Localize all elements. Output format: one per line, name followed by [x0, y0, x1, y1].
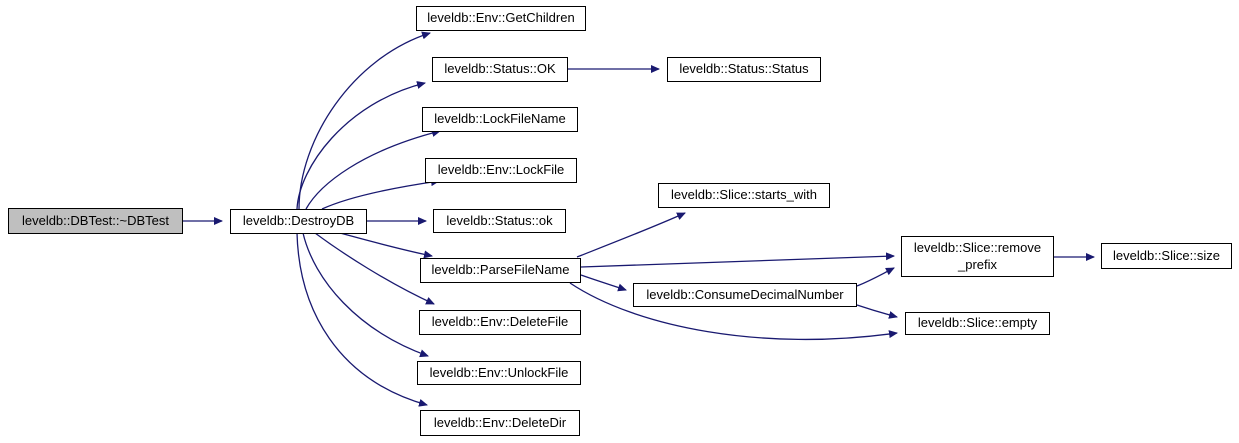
node-label-line: leveldb::Status::Status — [679, 61, 809, 77]
node-env-lockfile[interactable]: leveldb::Env::LockFile — [425, 158, 577, 183]
edge-parsefilename-to-consume-decimal-number — [580, 274, 627, 292]
node-label-line: leveldb::Env::DeleteDir — [433, 414, 567, 430]
edge-destroydb-to-env-deletefile — [314, 232, 435, 305]
node-label-line: _prefix — [957, 256, 998, 272]
node-consume-decimal-number[interactable]: leveldb::ConsumeDecimalNumber — [633, 283, 857, 307]
node-label-line: leveldb::Status::OK — [444, 61, 556, 77]
edge-destroydb-to-env-lockfile — [321, 178, 440, 210]
node-label-line: leveldb::Slice::starts_with — [671, 187, 817, 203]
node-label-line: leveldb::ParseFileName — [431, 262, 570, 278]
node-label-line: leveldb::Status::ok — [446, 212, 553, 228]
node-label-line: leveldb::Slice::size — [1113, 247, 1220, 263]
edge-parsefilename-to-slice-remove-prefix — [580, 252, 895, 268]
edge-parsefilename-to-slice-starts-with — [576, 212, 686, 258]
node-status-ok-upper[interactable]: leveldb::Status::OK — [432, 57, 568, 82]
node-label-line: leveldb::DestroyDB — [242, 213, 355, 229]
edge-consume-decimal-number-to-slice-empty — [856, 304, 898, 319]
node-env-deletefile[interactable]: leveldb::Env::DeleteFile — [419, 310, 581, 335]
edge-consume-decimal-number-to-slice-remove-prefix — [856, 267, 895, 287]
node-label-line: leveldb::Env::LockFile — [437, 162, 565, 178]
node-env-deletedir[interactable]: leveldb::Env::DeleteDir — [420, 410, 580, 436]
node-label-line: leveldb::Slice::empty — [917, 315, 1038, 331]
node-env-getchildren[interactable]: leveldb::Env::GetChildren — [416, 6, 586, 31]
edge-destroydb-to-parsefilename — [339, 232, 433, 259]
node-label-line: leveldb::LockFileName — [434, 111, 566, 127]
node-destroydb[interactable]: leveldb::DestroyDB — [230, 209, 367, 234]
node-status-status[interactable]: leveldb::Status::Status — [667, 57, 821, 82]
edges-group — [183, 31, 1095, 407]
node-slice-size[interactable]: leveldb::Slice::size — [1101, 243, 1232, 269]
node-status-ok-lower[interactable]: leveldb::Status::ok — [433, 209, 566, 233]
node-slice-empty[interactable]: leveldb::Slice::empty — [905, 312, 1050, 335]
node-label-line: leveldb::DBTest::~DBTest — [21, 212, 170, 228]
node-slice-remove-prefix[interactable]: leveldb::Slice::remove_prefix — [901, 236, 1054, 277]
node-label-line: leveldb::ConsumeDecimalNumber — [646, 286, 844, 302]
node-label-line: leveldb::Env::UnlockFile — [429, 364, 569, 380]
node-label-line: leveldb::Env::DeleteFile — [431, 314, 569, 330]
node-label-line: leveldb::Env::GetChildren — [427, 10, 575, 26]
node-env-unlockfile[interactable]: leveldb::Env::UnlockFile — [417, 361, 581, 385]
edge-destroydb-to-lockfilename — [305, 129, 441, 210]
edge-destroydb-to-env-getchildren — [298, 31, 431, 210]
edge-destroydb-to-env-unlockfile — [302, 232, 429, 358]
node-lockfilename[interactable]: leveldb::LockFileName — [422, 107, 578, 132]
edge-destroydb-to-env-deletedir — [296, 232, 428, 407]
node-label-line: leveldb::Slice::remove — [913, 240, 1042, 256]
edge-parsefilename-to-slice-empty — [569, 282, 898, 341]
node-dbtest-destructor: leveldb::DBTest::~DBTest — [8, 208, 183, 234]
node-parsefilename[interactable]: leveldb::ParseFileName — [420, 258, 581, 283]
node-slice-starts-with[interactable]: leveldb::Slice::starts_with — [658, 183, 830, 208]
edge-destroydb-to-status-ok-upper — [296, 81, 426, 210]
